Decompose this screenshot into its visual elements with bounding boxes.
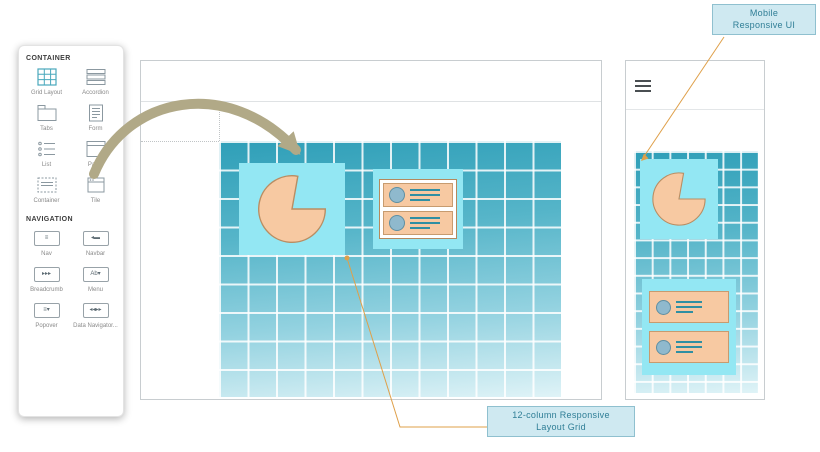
callout-line: Responsive UI — [732, 19, 796, 30]
palette-item-popover[interactable]: ≡▾ Popover — [23, 300, 70, 329]
list-item-avatar-icon — [656, 339, 671, 355]
widget-palette: CONTAINER Grid Layout Accordion Tabs — [18, 45, 124, 417]
responsive-layout-grid[interactable] — [219, 141, 561, 397]
tile-icon — [86, 175, 106, 195]
pie-chart-icon — [652, 172, 706, 226]
list-item-text-lines — [676, 301, 702, 313]
palette-item-panel[interactable]: Panel — [72, 139, 119, 168]
palette-item-label: Tabs — [40, 126, 53, 132]
grid-layout-icon — [36, 67, 57, 87]
list-item-avatar-icon — [389, 215, 405, 231]
mobile-list-widget[interactable] — [642, 279, 736, 375]
guide-line-vertical — [219, 101, 220, 141]
callout-line: Layout Grid — [536, 421, 586, 432]
list-item-text-lines — [410, 189, 440, 201]
callout-mobile-responsive-ui: Mobile Responsive UI — [712, 4, 816, 36]
palette-item-label: Tile — [90, 198, 101, 204]
panel-icon — [86, 139, 106, 159]
palette-item-label: Accordion — [82, 90, 109, 96]
palette-item-label: Menu — [87, 287, 103, 293]
palette-item-data-navigator[interactable]: ◂◂▸▸ Data Navigator... — [72, 300, 119, 329]
mobile-canvas-header — [626, 61, 764, 110]
list-item-text-lines — [410, 217, 440, 229]
palette-item-label: Navbar — [85, 251, 106, 257]
pie-chart-icon — [258, 175, 326, 244]
menu-dropdown-icon: Ab▾ — [82, 264, 109, 284]
palette-item-tabs[interactable]: Tabs — [23, 103, 70, 132]
palette-item-nav[interactable]: ≡ Nav — [23, 228, 70, 257]
mobile-layout-grid[interactable] — [634, 151, 758, 393]
palette-item-label: Form — [88, 126, 103, 132]
palette-item-label: Breadcrumb — [30, 287, 63, 293]
palette-item-menu[interactable]: Ab▾ Menu — [72, 264, 119, 293]
list-item — [649, 331, 729, 363]
mobile-pie-chart-widget[interactable] — [640, 159, 718, 239]
palette-item-tile[interactable]: Tile — [72, 175, 119, 204]
desktop-canvas[interactable] — [140, 60, 602, 400]
list-widget[interactable] — [373, 169, 463, 249]
palette-item-accordion[interactable]: Accordion — [72, 67, 119, 96]
tabs-icon — [37, 103, 57, 123]
palette-item-label: Popover — [35, 323, 58, 329]
breadcrumb-icon: ▸▸▸ — [33, 264, 60, 284]
pie-chart-widget[interactable] — [239, 163, 345, 255]
callout-line: Mobile — [749, 8, 779, 18]
desktop-canvas-header — [141, 61, 601, 102]
palette-item-label: Nav — [41, 251, 52, 257]
section-title-navigation: NAVIGATION — [26, 216, 73, 223]
nav-icon: ≡ — [33, 228, 60, 248]
palette-item-navbar[interactable]: ◂▬ Navbar — [72, 228, 119, 257]
palette-item-list[interactable]: List — [23, 139, 70, 168]
list-item-text-lines — [676, 341, 702, 353]
list-item — [383, 211, 453, 235]
palette-item-form[interactable]: Form — [72, 103, 119, 132]
container-items: Grid Layout Accordion Tabs Form — [23, 65, 119, 212]
palette-item-breadcrumb[interactable]: ▸▸▸ Breadcrumb — [23, 264, 70, 293]
callout-12-column-grid: 12-column Responsive Layout Grid — [487, 406, 635, 438]
palette-item-label: List — [41, 162, 52, 168]
accordion-icon — [86, 67, 106, 87]
list-item — [649, 291, 729, 323]
palette-item-label: Panel — [87, 162, 104, 168]
navigation-items: ≡ Nav ◂▬ Navbar ▸▸▸ Breadcrumb Ab▾ Menu … — [23, 226, 119, 337]
section-title-container: CONTAINER — [26, 55, 71, 62]
hamburger-menu-icon[interactable] — [635, 77, 651, 95]
list-item — [383, 183, 453, 207]
palette-item-label: Grid Layout — [30, 90, 63, 96]
list-box — [379, 179, 457, 239]
list-item-avatar-icon — [656, 299, 671, 315]
data-navigator-icon: ◂◂▸▸ — [82, 300, 109, 320]
form-icon — [86, 103, 106, 123]
container-icon — [37, 175, 57, 195]
mobile-canvas[interactable] — [625, 60, 765, 400]
palette-item-label: Data Navigator... — [73, 323, 118, 329]
callout-line: 12-column Responsive — [512, 410, 610, 420]
popover-icon: ≡▾ — [33, 300, 60, 320]
list-item-avatar-icon — [389, 187, 405, 203]
palette-item-container[interactable]: Container — [23, 175, 70, 204]
palette-item-grid-layout[interactable]: Grid Layout — [23, 67, 70, 96]
guide-line-horizontal — [141, 141, 219, 142]
list-icon — [37, 139, 57, 159]
navbar-icon: ◂▬ — [82, 228, 109, 248]
palette-item-label: Container — [33, 198, 60, 204]
